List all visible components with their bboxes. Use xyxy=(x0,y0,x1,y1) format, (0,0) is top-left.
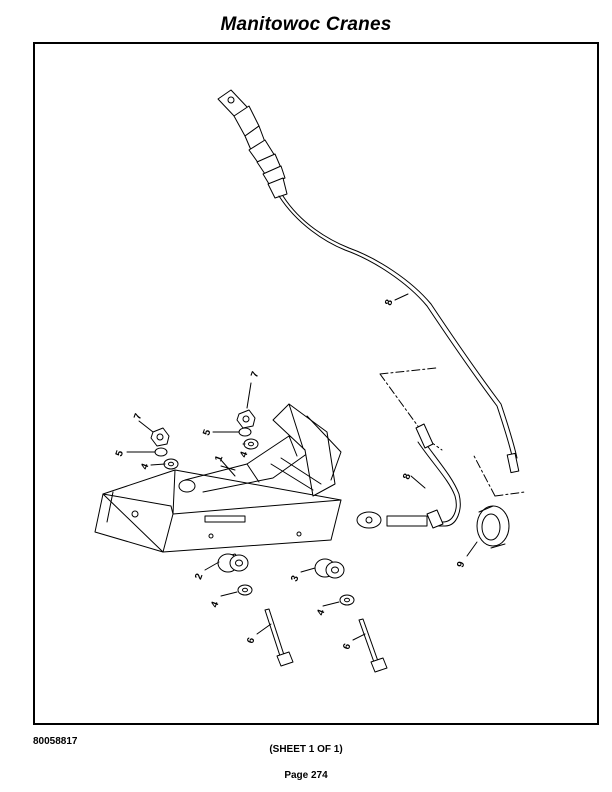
pedal-bracket-assembly xyxy=(94,403,342,553)
cable-upper xyxy=(278,195,514,461)
page-number: Page 274 xyxy=(284,770,328,781)
spacer-left xyxy=(217,553,249,573)
page-header-title: Manitowoc Cranes xyxy=(220,14,392,35)
flat-washer-lower-right xyxy=(339,594,355,606)
callout-6-right: 6 xyxy=(341,642,353,651)
callout-4-lower-left: 4 xyxy=(209,600,221,609)
bolt-right xyxy=(358,618,388,673)
callout-7-left: 7 xyxy=(132,412,144,421)
flat-washer-left xyxy=(163,458,179,470)
phantom-connection-lines xyxy=(379,367,526,497)
nut-left xyxy=(150,427,170,447)
callout-4-upper-left: 4 xyxy=(139,462,151,471)
callout-2: 2 xyxy=(193,572,205,581)
document-number: 80058817 xyxy=(33,736,78,747)
flat-washer-right xyxy=(243,438,259,450)
spacer-right xyxy=(314,558,345,579)
callout-9: 9 xyxy=(455,560,467,569)
callout-1: 1 xyxy=(213,454,225,463)
cable-lower xyxy=(417,441,457,523)
sheet-indicator: (SHEET 1 OF 1) xyxy=(269,744,343,755)
grommet-part xyxy=(476,505,510,549)
callout-3: 3 xyxy=(289,574,301,583)
exploded-parts-diagram: 7 7 5 5 4 4 1 8 8 2 3 4 4 6 6 9 xyxy=(94,89,526,673)
cable-clevis-end xyxy=(217,89,288,199)
bolt-left xyxy=(264,608,294,667)
flat-washer-lower-left xyxy=(237,584,253,596)
nut-right xyxy=(236,409,256,429)
callout-6-left: 6 xyxy=(245,636,257,645)
callout-7-right: 7 xyxy=(249,370,261,379)
callout-5-right: 5 xyxy=(201,428,213,437)
callout-5-left: 5 xyxy=(114,449,126,458)
callout-8-lower: 8 xyxy=(401,472,413,481)
callout-leader-lines xyxy=(126,293,478,641)
callout-4-lower-right: 4 xyxy=(315,608,327,617)
lock-washer-left xyxy=(154,447,168,457)
drawing-frame: 7 7 5 5 4 4 1 8 8 2 3 4 4 6 6 9 xyxy=(33,42,599,725)
lock-washer-right xyxy=(238,427,252,437)
callout-4-upper-right: 4 xyxy=(238,450,250,459)
callout-8-upper: 8 xyxy=(383,298,395,307)
